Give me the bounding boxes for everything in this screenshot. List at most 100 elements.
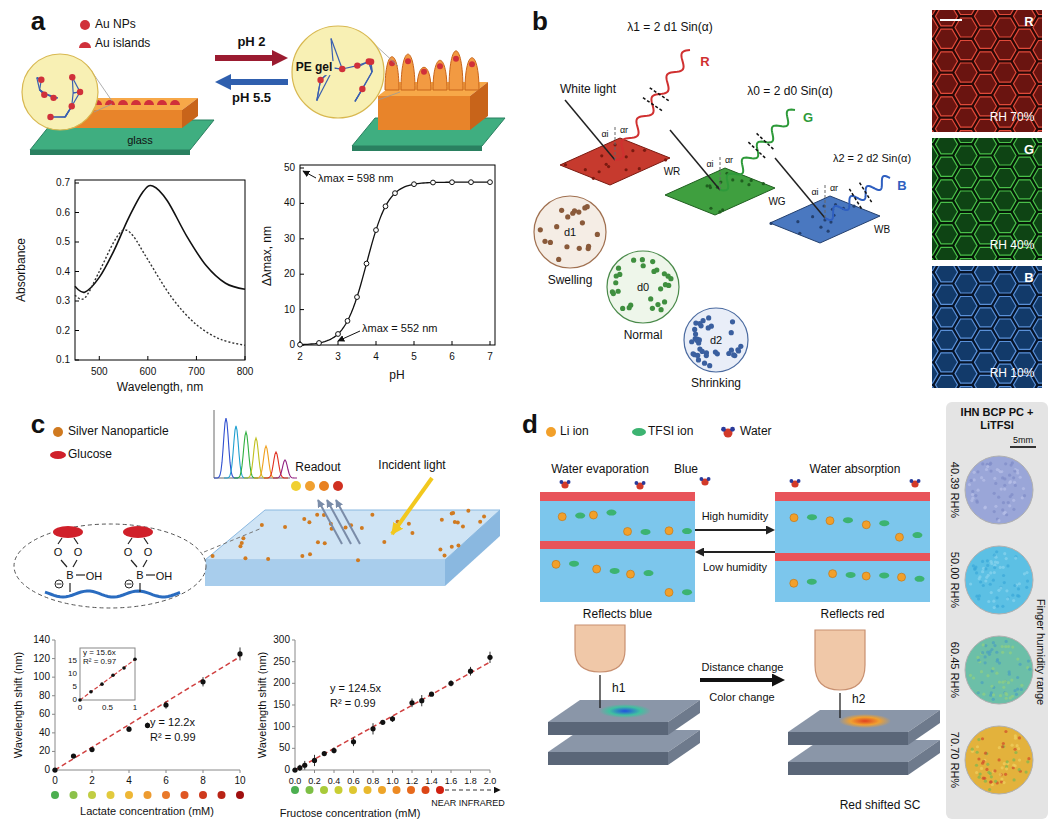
disc-texture (1000, 487, 1003, 490)
swollen-gel (417, 67, 431, 90)
disc-texture (1003, 762, 1006, 765)
figure-part: PE gel (288, 10, 503, 140)
figure-label: αr (725, 155, 733, 165)
data-point (419, 698, 424, 703)
polymer-particle (655, 302, 660, 307)
polymer-particle (695, 353, 700, 358)
node-text: 50.00 RH% (949, 552, 962, 608)
color-scale-dot (162, 791, 170, 799)
figure-label: 0.0 (289, 776, 302, 786)
disc-texture (977, 659, 980, 662)
disc-texture (976, 470, 979, 473)
data-point (383, 204, 388, 209)
film-pattern (819, 226, 822, 229)
disc-texture (981, 681, 984, 684)
legend-item: TFSI ion (648, 425, 693, 439)
disc-texture (980, 767, 983, 770)
data-point (78, 698, 82, 702)
glucose-molecule (123, 526, 153, 538)
silver-nanoparticle (438, 547, 442, 551)
chemical-bond (61, 560, 67, 567)
disc-texture (1005, 693, 1008, 696)
figure-label: 0 (73, 695, 77, 704)
silver-nanoparticle (243, 556, 247, 560)
data-point (297, 765, 302, 770)
hex-cell (975, 308, 997, 327)
polymer-particle (595, 232, 600, 237)
color-scale-dot (306, 786, 314, 794)
disc-texture (968, 483, 971, 486)
gold-island (131, 100, 141, 105)
water-molecule (699, 477, 703, 481)
readout-color (333, 481, 343, 491)
photo-tile (932, 10, 1042, 132)
chemical-bond (143, 560, 147, 567)
data-point (351, 739, 356, 744)
tfsi-ion (610, 568, 620, 574)
figure-label: y = 124.5x (330, 682, 381, 695)
disc-texture (1004, 730, 1007, 733)
disc-texture (998, 661, 1001, 664)
film-pattern (709, 207, 712, 210)
disc-texture (984, 780, 987, 783)
polymer-particle (565, 214, 570, 219)
figure-label: 0 (284, 764, 290, 776)
li-ion (665, 527, 673, 535)
gold-nanoparticle (38, 77, 44, 83)
disc-texture (993, 644, 996, 647)
disc-texture (984, 579, 987, 582)
data-point (390, 716, 395, 721)
figure-label: 20 (284, 268, 295, 280)
tick (245, 356, 246, 360)
scale-bar (940, 19, 962, 21)
disc-texture (981, 560, 984, 563)
disc-texture (1010, 744, 1013, 747)
disc-texture (1008, 673, 1011, 676)
film-pattern (600, 154, 603, 157)
li-ion (895, 533, 903, 541)
disc-texture (1012, 764, 1015, 767)
tfsi-ion (915, 576, 925, 582)
hex-cell (955, 63, 977, 82)
disc-texture (1004, 680, 1007, 683)
tick (300, 274, 304, 275)
hex-cell (936, 119, 958, 132)
hex-cell (994, 297, 1016, 316)
disc-texture (1016, 594, 1019, 597)
hex-cell (1033, 169, 1042, 188)
electrolyte-layer (540, 501, 695, 541)
disc-texture (1012, 599, 1015, 602)
wavefront (643, 98, 663, 112)
tfsi-ion (807, 579, 817, 585)
tick (353, 770, 354, 773)
figure-label: 0.6 (56, 207, 70, 219)
disc-texture (1002, 745, 1005, 748)
figure-label: 0 (78, 703, 82, 712)
figure-label: O (54, 546, 63, 559)
charge-symbol (55, 580, 63, 588)
water-molecule (730, 427, 735, 432)
wavefront (849, 189, 862, 209)
chemical-bond (69, 583, 70, 592)
tick (166, 770, 167, 773)
hex-cell (936, 202, 958, 221)
disc-texture (994, 505, 997, 508)
figure-label: Water evaporation (551, 463, 649, 477)
disc-texture (1002, 781, 1005, 784)
hex-cell (955, 146, 977, 165)
plot-frame (75, 180, 245, 360)
figure-label: 2.0 (484, 776, 497, 786)
disc-texture (992, 579, 995, 582)
hex-cell (1033, 10, 1042, 15)
figure-label: 60 (39, 709, 50, 721)
tick (75, 242, 79, 243)
hex-cell (994, 146, 1016, 165)
disc-texture (1022, 487, 1025, 490)
disc-texture (1016, 744, 1019, 747)
polymer-particle (640, 257, 645, 262)
hex-cell (975, 247, 997, 260)
water-molecule (721, 427, 726, 432)
figure-label: pH (389, 369, 404, 383)
disc-texture (1018, 768, 1021, 771)
silver-nanoparticle (302, 517, 306, 521)
